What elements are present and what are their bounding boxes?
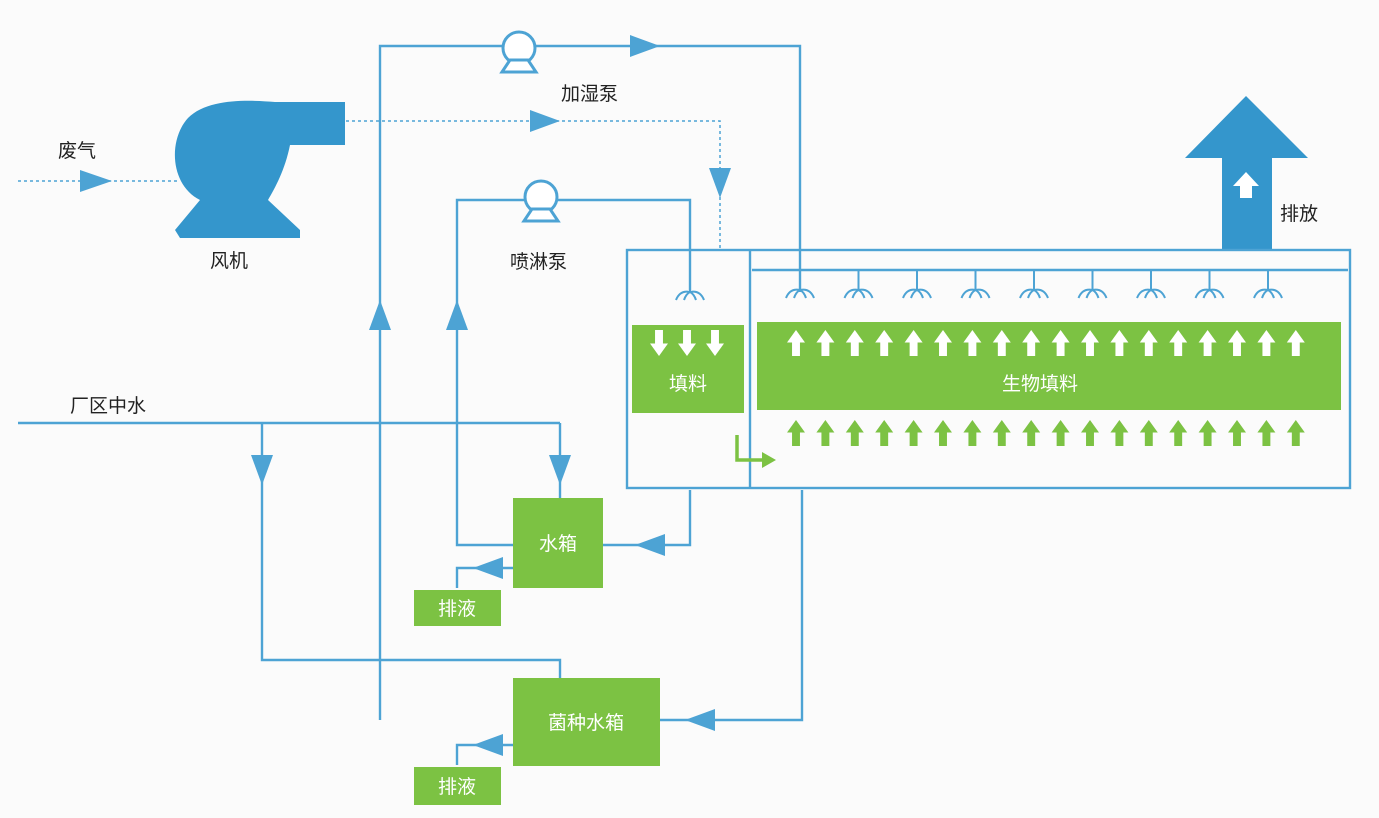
arrow-up-icon — [1198, 330, 1217, 356]
centrifugal-blower-icon — [174, 100, 345, 239]
arrow-up-icon — [1169, 420, 1188, 446]
spray-pump-label: 喷淋泵 — [510, 251, 567, 273]
drain-arrow-1 — [473, 557, 503, 579]
arrow-up-icon — [787, 420, 805, 446]
flow-arrows — [80, 35, 731, 756]
arrow-up-icon — [1110, 330, 1129, 356]
humidify-arrow — [630, 35, 660, 57]
bio-packing-section: 生物填料 — [757, 322, 1341, 446]
arrow-up-icon — [1257, 330, 1276, 356]
spray-nozzle-icon — [675, 272, 705, 301]
spray-nozzle-icon — [785, 270, 815, 299]
humidify-pump-label: 加湿泵 — [561, 83, 618, 105]
drain-label-1: 排液 — [438, 598, 476, 620]
spray-nozzles — [675, 270, 1283, 301]
tower — [625, 248, 1352, 490]
arrow-up-icon — [904, 330, 923, 356]
arrow-up-icon — [904, 420, 923, 446]
arrow-up-icon — [1022, 330, 1041, 356]
humidify-up-arrow — [369, 300, 391, 330]
arrow-up-icon — [816, 330, 835, 356]
gas-flow-line — [18, 120, 721, 250]
drain-arrow-2 — [473, 734, 503, 756]
arrow-up-icon — [1081, 330, 1099, 356]
spray-nozzle-icon — [960, 270, 991, 299]
pipe-network — [18, 44, 804, 765]
pump-icon — [521, 179, 561, 223]
bio-return-pipe — [660, 490, 804, 722]
arrow-down-icon — [650, 330, 668, 356]
packing-flow-arrows — [650, 330, 724, 356]
packing-return-pipe — [603, 490, 692, 547]
exhaust-gas-label: 废气 — [58, 140, 96, 162]
spray-nozzle-icon — [1136, 270, 1166, 299]
humidify-pipe — [378, 44, 802, 720]
discharge-label: 排放 — [1280, 203, 1318, 225]
gas-down-arrow — [709, 168, 731, 198]
arrow-up-icon — [934, 330, 952, 356]
exhaust-arrow-icon — [1185, 96, 1308, 250]
packing-section: 填料 — [632, 325, 744, 413]
return-arrow-2 — [685, 709, 715, 731]
spray-nozzle-icon — [1194, 270, 1225, 299]
drain-label-2: 排液 — [438, 776, 476, 798]
culture-tank-label: 菌种水箱 — [548, 712, 624, 734]
spray-nozzle-icon — [902, 270, 932, 299]
arrow-up-icon — [1228, 420, 1246, 446]
arrow-up-icon — [845, 420, 864, 446]
culture-tank: 菌种水箱 — [513, 678, 660, 766]
arrow-up-icon — [963, 420, 982, 446]
plant-water-down-arrow-2 — [549, 455, 571, 485]
spray-nozzle-icon — [1019, 270, 1049, 299]
packing-label: 填料 — [669, 373, 707, 395]
arrow-up-icon — [1022, 420, 1041, 446]
fan-label: 风机 — [210, 250, 248, 272]
arrow-up-icon — [1198, 420, 1217, 446]
arrow-up-icon — [992, 330, 1011, 356]
arrow-up-icon — [816, 420, 835, 446]
arrow-up-icon — [875, 420, 894, 446]
gas-arrow — [530, 110, 560, 132]
spray-up-arrow — [446, 300, 468, 330]
spray-pipe — [455, 198, 692, 547]
arrow-up-icon — [787, 330, 805, 356]
bio-flow-arrows-bottom — [787, 420, 1305, 446]
bio-packing-label: 生物填料 — [1002, 373, 1078, 395]
pump-icon — [499, 30, 539, 74]
arrow-up-icon — [1286, 330, 1305, 356]
arrow-up-icon — [963, 330, 982, 356]
arrow-up-icon — [1139, 420, 1158, 446]
return-arrow-1 — [635, 534, 665, 556]
arrow-up-icon — [1286, 420, 1305, 446]
arrow-up-icon — [934, 420, 952, 446]
arrow-down-icon — [678, 330, 696, 356]
drain-box-1: 排液 — [414, 590, 501, 626]
drain-box-2: 排液 — [414, 767, 501, 805]
spray-nozzle-icon — [1253, 270, 1283, 299]
spray-nozzle-icon — [843, 270, 874, 299]
arrow-up-icon — [1051, 420, 1070, 446]
spray-nozzle-icon — [1077, 270, 1108, 299]
gas-in-arrow — [80, 170, 112, 192]
bio-flow-arrows-top — [787, 330, 1305, 356]
water-tank-label: 水箱 — [539, 533, 577, 555]
water-tank: 水箱 — [513, 498, 603, 588]
arrow-up-icon — [1139, 330, 1158, 356]
arrow-up-icon — [1081, 420, 1099, 446]
arrow-up-icon — [875, 330, 894, 356]
arrow-up-icon — [845, 330, 864, 356]
arrow-up-icon — [1051, 330, 1070, 356]
arrow-up-icon — [1110, 420, 1129, 446]
arrow-up-icon — [992, 420, 1011, 446]
arrow-up-icon — [1257, 420, 1276, 446]
plant-water-to-culture — [260, 423, 562, 678]
gas-inlet-arrow — [735, 435, 776, 468]
plant-water-down-arrow-1 — [251, 455, 273, 485]
arrow-up-icon — [1228, 330, 1246, 356]
arrow-down-icon — [706, 330, 724, 356]
arrow-up-icon — [1169, 330, 1188, 356]
plant-water-label: 厂区中水 — [70, 395, 146, 417]
